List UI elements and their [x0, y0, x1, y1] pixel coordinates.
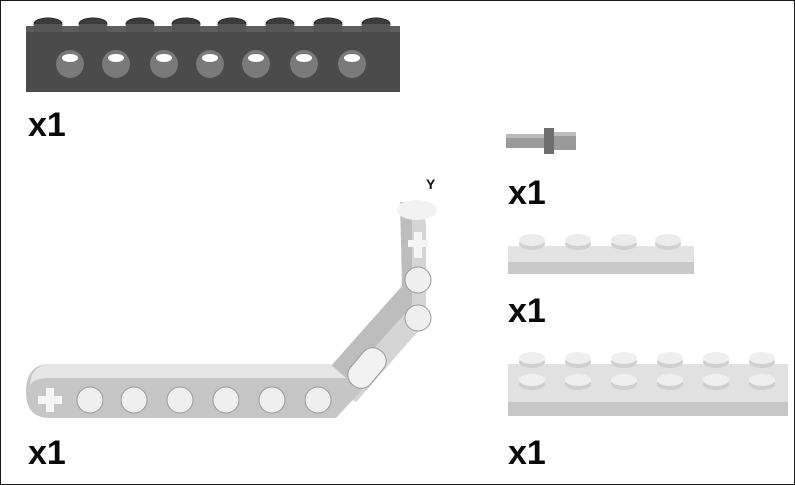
plate-1x4-icon — [506, 232, 696, 278]
technic-brick-1x8-icon — [24, 12, 404, 94]
liftarm-marker: Y — [426, 176, 436, 192]
quantity-label: x1 — [508, 174, 546, 212]
technic-liftarm-icon — [20, 196, 450, 426]
quantity-label: x1 — [28, 434, 66, 472]
quantity-label: x1 — [508, 292, 546, 330]
plate-2x6-icon — [506, 350, 790, 420]
quantity-label: x1 — [28, 106, 66, 144]
quantity-label: x1 — [508, 434, 546, 472]
technic-pin-icon — [504, 124, 578, 158]
